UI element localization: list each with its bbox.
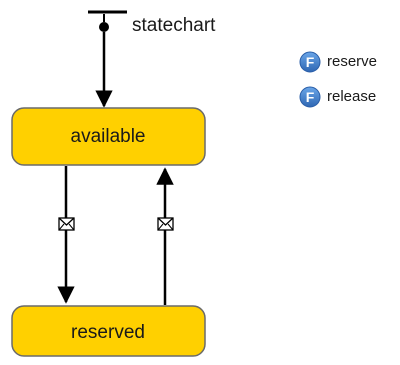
- function-icon: [299, 86, 321, 108]
- message-icon: [157, 217, 174, 231]
- function-icon: [299, 51, 321, 73]
- entry-dot: [99, 22, 109, 32]
- state-reserved-box: [11, 305, 206, 357]
- transition-reserved-to-available[interactable]: [156, 167, 174, 305]
- state-available-box: [11, 107, 206, 166]
- statechart-label: statechart: [132, 15, 216, 36]
- statechart-entry[interactable]: statechart: [88, 10, 216, 36]
- state-reserved[interactable]: reserved: [11, 305, 206, 357]
- transition-available-to-reserved[interactable]: [57, 166, 75, 304]
- state-available[interactable]: available: [11, 107, 206, 166]
- message-icon: [58, 217, 75, 231]
- state-reserved-label: reserved: [71, 322, 145, 343]
- function-icon-letter: F: [306, 89, 315, 105]
- function-reserve[interactable]: F reserve: [299, 51, 377, 73]
- function-release-label: release: [327, 88, 376, 105]
- state-available-label: available: [71, 126, 146, 147]
- function-icon-letter: F: [306, 54, 315, 70]
- function-release[interactable]: F release: [299, 86, 376, 108]
- function-reserve-label: reserve: [327, 53, 377, 70]
